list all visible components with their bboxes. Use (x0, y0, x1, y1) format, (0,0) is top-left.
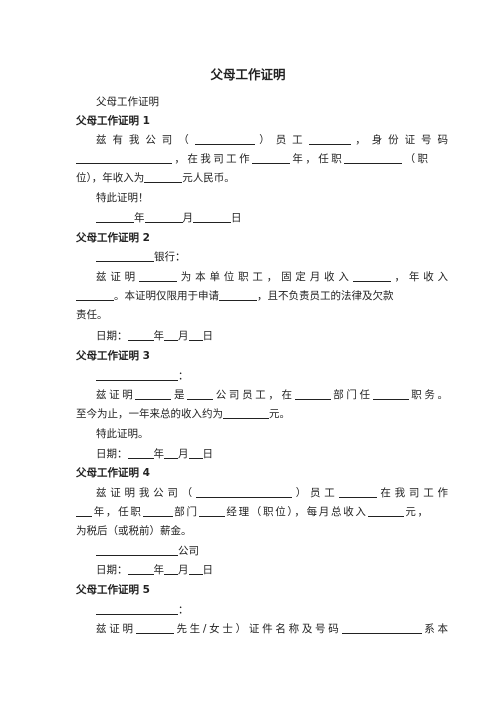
s4-line-1: 兹证明我公司（）员工在我司工作 (96, 487, 448, 499)
section-3-heading: 父母工作证明 3 (76, 350, 150, 362)
s2-line-1: 兹证明为本单位职工，固定月收入，年收入 (96, 271, 449, 283)
years-blank (252, 153, 290, 164)
s1-date: 年月日 (76, 212, 448, 225)
s3-line-1: 兹证明是公司员工，在部门任职务。 (96, 389, 449, 401)
intro-text: 父母工作证明 (96, 96, 159, 108)
s4-line-3: 为税后（或税前）薪金。 (76, 525, 192, 537)
s4-line-2: 年，任职部门经理（职位），每月总收入元， (76, 506, 428, 519)
s5-line-1: 兹证明先生/女士）证件名称及号码系本 (96, 623, 448, 635)
section-5-heading: 父母工作证明 5 (76, 584, 150, 596)
s2-line-3: 责任。 (76, 309, 108, 321)
s5-recipient: ： (76, 604, 448, 617)
s3-closing: 特此证明。 (96, 428, 149, 440)
s4-date: 日期：年月日 (96, 564, 213, 576)
s2-bank-line: 银行： (76, 251, 448, 264)
id-number-blank (76, 153, 172, 164)
s1-line-2: ，在我司工作年，任职（职 (76, 153, 428, 166)
s1-closing: 特此证明！ (96, 192, 149, 204)
page-title: 父母工作证明 (210, 67, 286, 82)
bank-blank (96, 251, 154, 262)
s2-line-2: 。本证明仅限用于申请，且不负责员工的法律及欠款 (76, 290, 428, 303)
company-blank (194, 134, 255, 145)
s1-line-1: 兹 有 我 公 司 （ ） 员 工 ， 身 份 证 号 码 (96, 134, 448, 146)
income-blank (144, 172, 183, 183)
s2-date: 日期：年月日 (96, 330, 213, 342)
section-4-heading: 父母工作证明 4 (76, 467, 150, 479)
s3-recipient: ： (76, 370, 448, 383)
position-blank (344, 153, 403, 164)
section-2-heading: 父母工作证明 2 (76, 232, 150, 244)
s4-company: 公司 (76, 545, 448, 558)
section-1-heading: 父母工作证明 1 (76, 115, 150, 127)
s1-line-3: 位），年收入为元人民币。 (76, 172, 235, 184)
s3-line-2: 至今为止，一年来总的收入约为元。 (76, 408, 290, 420)
s3-date: 日期：年月日 (96, 448, 213, 460)
employee-blank (308, 134, 351, 145)
